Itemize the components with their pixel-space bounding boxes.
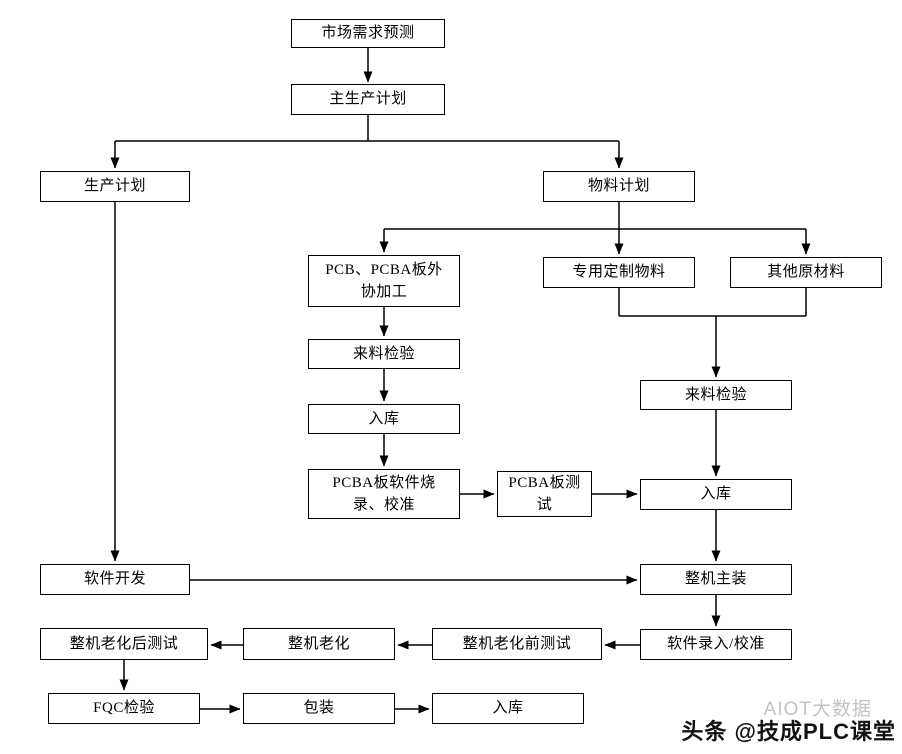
node-pcba-test: PCBA板测试 bbox=[497, 471, 592, 517]
watermark-handle: @技成PLC课堂 bbox=[734, 719, 896, 744]
node-pcba-software-burning: PCBA板软件烧录、校准 bbox=[308, 469, 460, 519]
node-machine-aging: 整机老化 bbox=[243, 628, 395, 660]
node-post-aging-test: 整机老化后测试 bbox=[40, 628, 208, 660]
watermark-faint-text: AIOT大数据 bbox=[763, 699, 872, 720]
node-warehouse-right: 入库 bbox=[640, 479, 792, 510]
node-warehouse-final: 入库 bbox=[432, 693, 584, 724]
node-packing: 包装 bbox=[243, 693, 395, 724]
node-machine-assembly: 整机主装 bbox=[640, 564, 792, 595]
node-material-plan: 物料计划 bbox=[543, 171, 695, 202]
node-incoming-inspection-right: 来料检验 bbox=[640, 380, 792, 410]
node-pre-aging-test: 整机老化前测试 bbox=[432, 628, 602, 660]
node-pcb-outsourcing: PCB、PCBA板外协加工 bbox=[308, 255, 460, 307]
node-other-raw-material: 其他原材料 bbox=[730, 257, 882, 288]
watermark-brand: 头条 bbox=[681, 719, 728, 744]
node-incoming-inspection-left: 来料检验 bbox=[308, 339, 460, 369]
node-software-entry-calibration: 软件录入/校准 bbox=[640, 629, 792, 660]
watermark-brand-text: 头条 @技成PLC课堂 bbox=[681, 714, 896, 746]
node-production-plan: 生产计划 bbox=[40, 171, 190, 202]
node-market-forecast: 市场需求预测 bbox=[291, 19, 445, 48]
node-custom-material: 专用定制物料 bbox=[543, 257, 695, 288]
node-master-production-plan: 主生产计划 bbox=[291, 84, 445, 115]
node-fqc-inspection: FQC检验 bbox=[48, 693, 200, 724]
node-software-development: 软件开发 bbox=[40, 564, 190, 595]
node-warehouse-left: 入库 bbox=[308, 404, 460, 434]
